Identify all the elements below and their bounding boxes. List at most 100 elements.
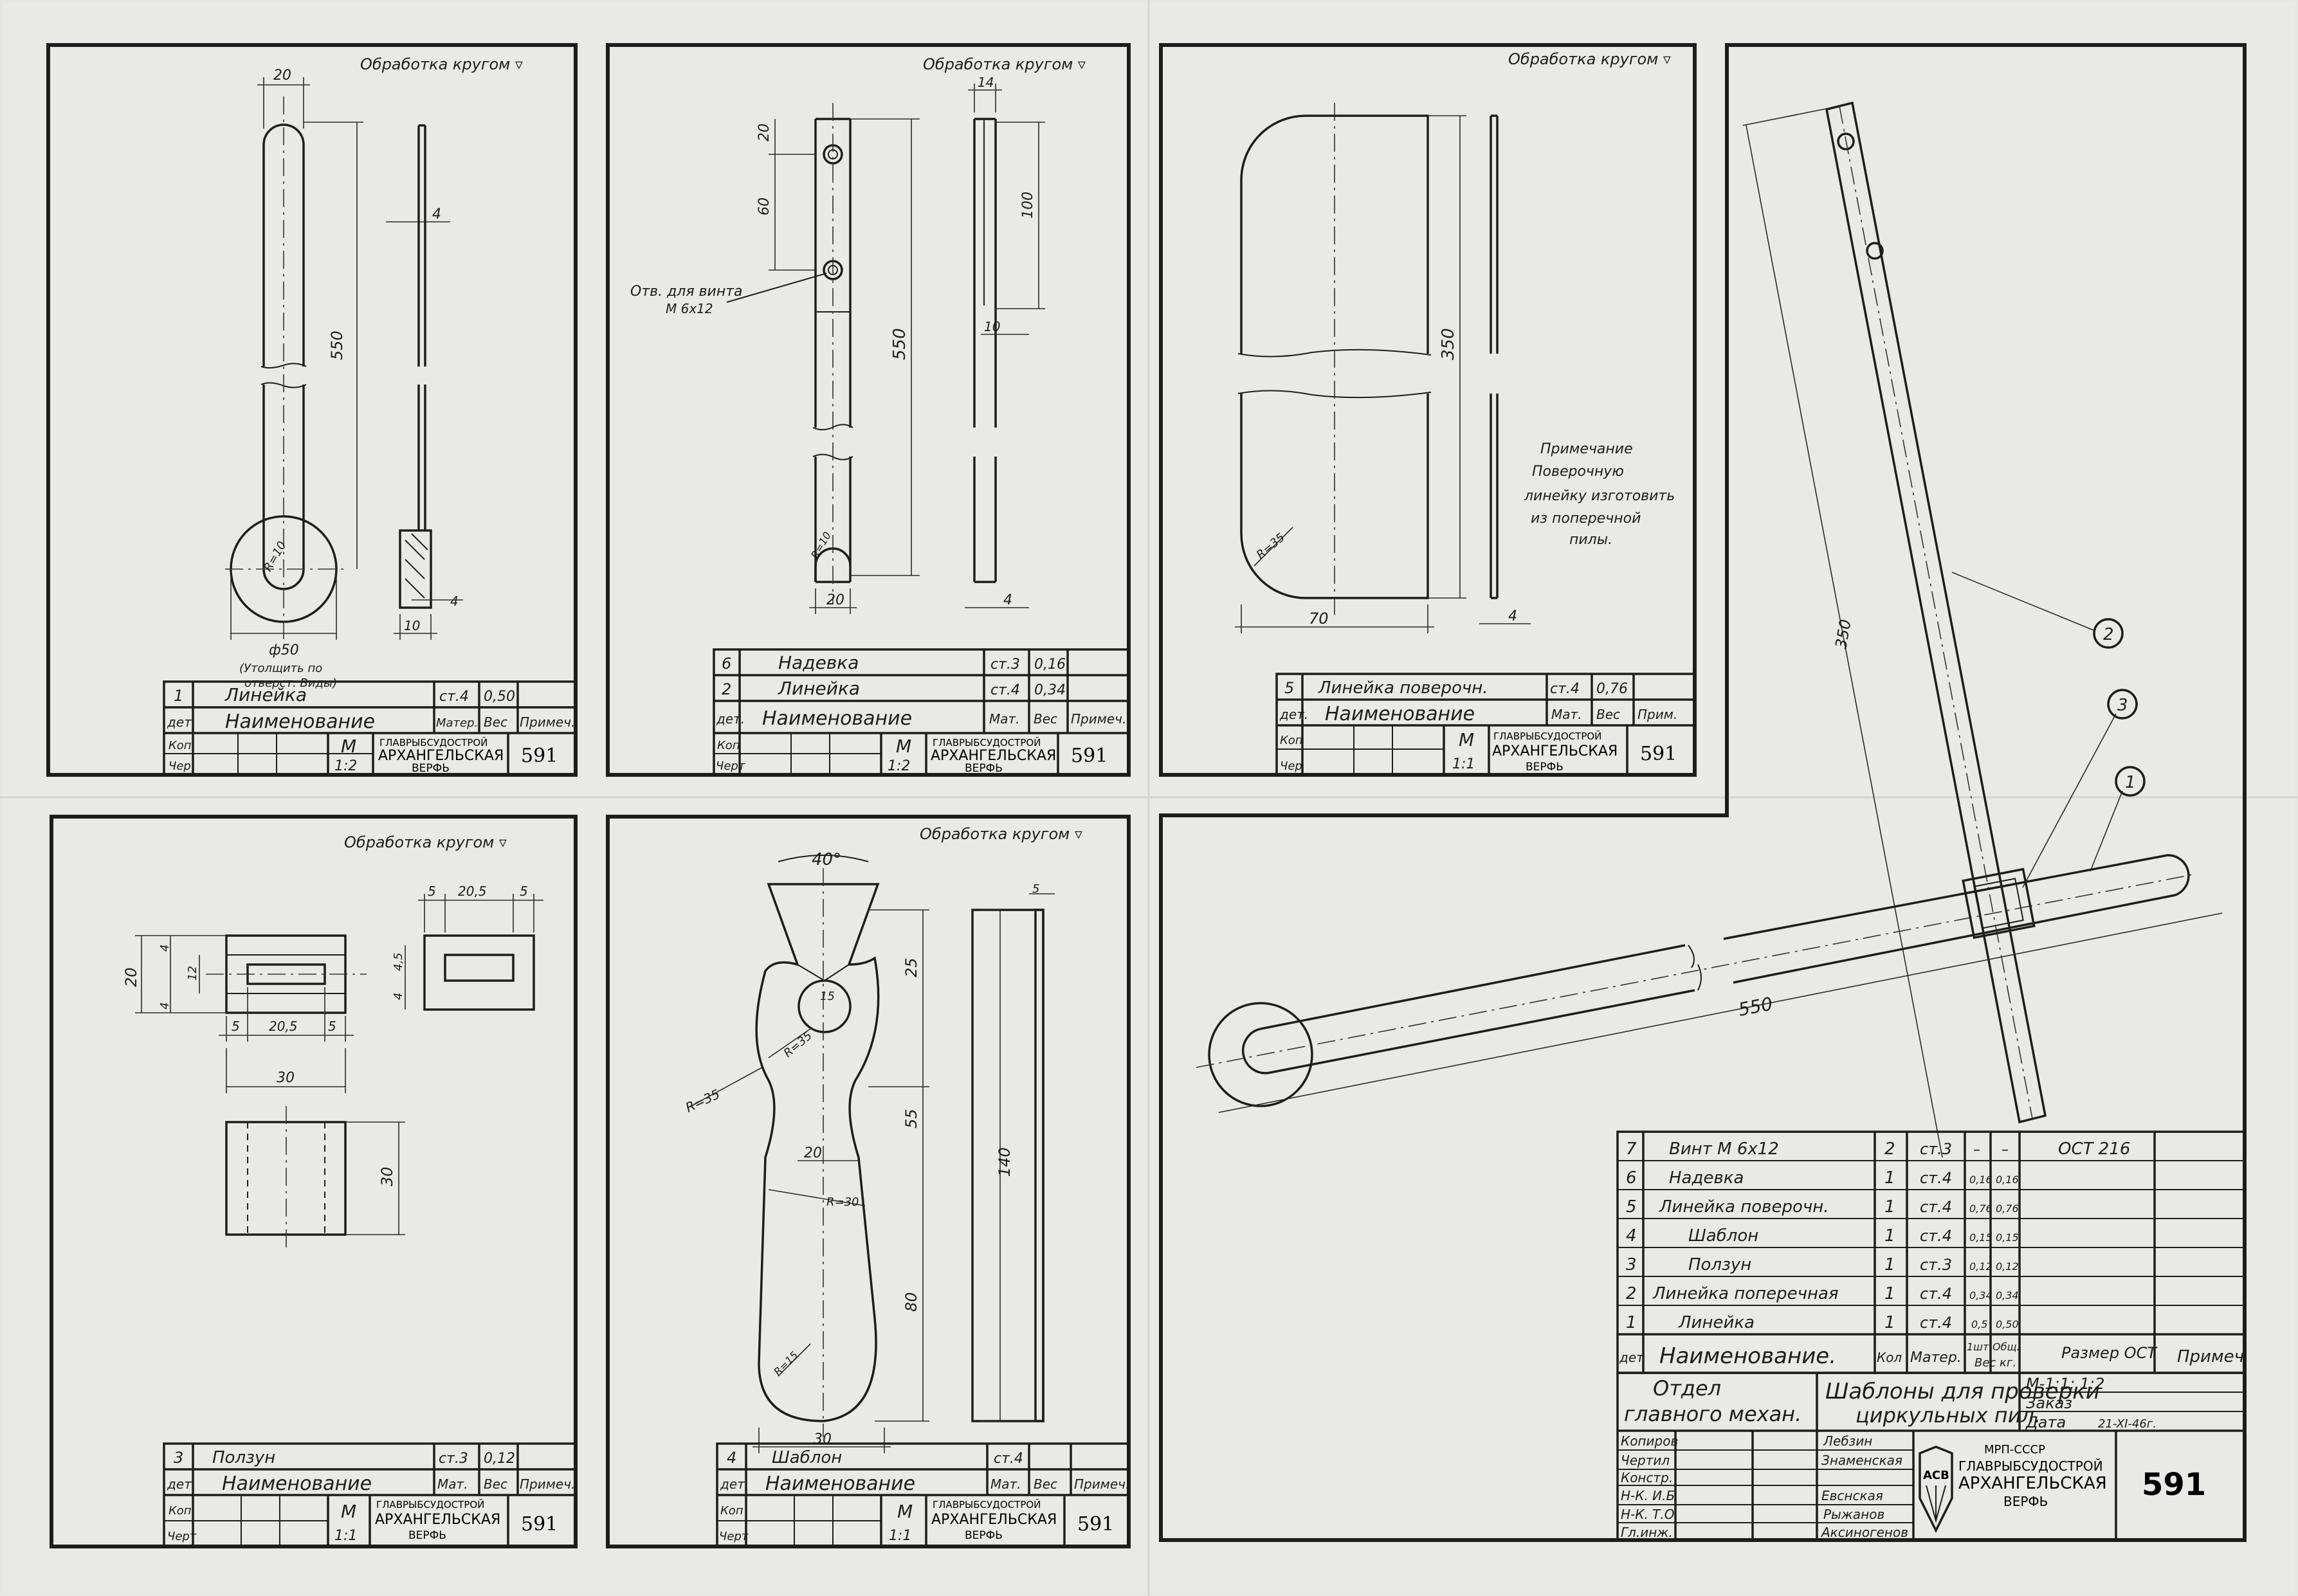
svg-text:ВЕРФЬ: ВЕРФЬ — [412, 762, 450, 775]
svg-text:10: 10 — [984, 319, 1000, 334]
svg-text:Наименование: Наименование — [225, 711, 375, 733]
svg-text:Общ.: Общ. — [1993, 1341, 2020, 1353]
svg-text:Коп: Коп — [169, 1504, 192, 1518]
svg-text:АСВ: АСВ — [1923, 1469, 1949, 1482]
svg-text:1: 1 — [174, 687, 183, 705]
svg-text:Вес: Вес — [1034, 711, 1057, 727]
svg-text:АРХАНГЕЛЬСКАЯ: АРХАНГЕЛЬСКАЯ — [378, 748, 504, 764]
svg-text:0,34: 0,34 — [1996, 1289, 2019, 1301]
svg-text:4,5: 4,5 — [392, 952, 405, 971]
svg-text:7: 7 — [1626, 1139, 1637, 1159]
svg-text:ГЛАВРЫБСУДОСТРОЙ: ГЛАВРЫБСУДОСТРОЙ — [1958, 1458, 2103, 1474]
svg-text:ст.4: ст.4 — [990, 682, 1020, 698]
svg-text:591: 591 — [521, 1513, 558, 1536]
svg-text:Чер: Чер — [1280, 759, 1302, 773]
svg-text:М: М — [341, 1501, 356, 1522]
sheet-5-title-block: 4 Шаблон ст.4 дет. Наименование Мат. Вес… — [716, 1442, 1130, 1548]
svg-text:пилы.: пилы. — [1569, 532, 1612, 548]
svg-text:циркульных пил.: циркульных пил. — [1856, 1403, 2041, 1428]
svg-text:Аксиногенов: Аксиногенов — [1820, 1525, 1908, 1540]
svg-text:АРХАНГЕЛЬСКАЯ: АРХАНГЕЛЬСКАЯ — [931, 1512, 1057, 1528]
svg-text:Лебзин: Лебзин — [1823, 1433, 1872, 1449]
svg-text:Коп: Коп — [1280, 734, 1303, 747]
svg-text:Линейка: Линейка — [778, 678, 860, 699]
shipyard-logo: АСВ — [1919, 1446, 1953, 1533]
shablon-side-view: 140 5 — [971, 882, 1055, 1422]
svg-text:М-1:1; 1:2: М-1:1; 1:2 — [2026, 1375, 2104, 1393]
svg-text:ст.4: ст.4 — [1920, 1169, 1952, 1187]
svg-text:1: 1 — [1626, 1313, 1637, 1332]
svg-text:5: 5 — [428, 884, 436, 899]
svg-text:ст.4: ст.4 — [1920, 1227, 1952, 1245]
svg-text:Наименование: Наименование — [222, 1473, 372, 1495]
lineyka-side-view: 4 10 4 — [386, 124, 463, 640]
balloon-1: 1 — [2090, 766, 2146, 872]
note-block: Примечание Поверочную линейку изготовить… — [1524, 441, 1675, 548]
svg-text:ВЕРФЬ: ВЕРФЬ — [2003, 1494, 2048, 1509]
svg-text:0,15: 0,15 — [1969, 1231, 1993, 1244]
balloon-3: 3 — [2022, 689, 2138, 888]
svg-text:Черт: Черт — [716, 759, 745, 773]
svg-text:4: 4 — [158, 1002, 172, 1010]
svg-text:350: 350 — [1439, 328, 1458, 360]
svg-text:6: 6 — [1626, 1168, 1637, 1188]
svg-text:5: 5 — [328, 1019, 336, 1034]
svg-text:20: 20 — [756, 123, 772, 141]
svg-text:1: 1 — [1884, 1197, 1895, 1217]
svg-text:Винт М 6х12: Винт М 6х12 — [1669, 1139, 1779, 1159]
svg-text:1: 1 — [1884, 1255, 1895, 1274]
svg-text:4: 4 — [432, 206, 441, 222]
svg-text:0,12: 0,12 — [1996, 1260, 2019, 1273]
svg-text:(Утолщить по: (Утолщить по — [239, 662, 322, 675]
svg-text:15: 15 — [820, 990, 835, 1003]
assembly-ruler-1: 550 — [1196, 854, 2223, 1113]
svg-text:Черт: Черт — [167, 1530, 197, 1543]
svg-text:0,50: 0,50 — [1996, 1318, 2019, 1330]
svg-text:Ползун: Ползун — [1688, 1255, 1751, 1274]
svg-text:Линейка поперечная: Линейка поперечная — [1652, 1284, 1839, 1303]
svg-text:дет.: дет. — [720, 1476, 749, 1492]
svg-text:21-XI-46г.: 21-XI-46г. — [2098, 1417, 2157, 1431]
svg-text:Мат.: Мат. — [1551, 707, 1582, 722]
svg-text:ВЕРФЬ: ВЕРФЬ — [965, 762, 1003, 775]
svg-text:5: 5 — [1032, 882, 1039, 896]
svg-text:1: 1 — [1884, 1168, 1895, 1188]
balloon-2: 2 — [1951, 572, 2124, 649]
svg-text:5: 5 — [1284, 679, 1294, 697]
svg-text:Линейка: Линейка — [224, 684, 307, 705]
svg-text:591: 591 — [1640, 743, 1677, 765]
svg-text:линейку изготовить: линейку изготовить — [1524, 488, 1675, 504]
svg-text:Линейка поверочн.: Линейка поверочн. — [1659, 1197, 1829, 1217]
svg-text:Дата: Дата — [2025, 1413, 2066, 1431]
svg-text:20: 20 — [804, 1145, 822, 1161]
sheet-2-title-block: 6 Надевка ст.3 0,16 2 Линейка ст.4 0,34 … — [713, 648, 1130, 776]
svg-text:Поверочную: Поверочную — [1532, 464, 1624, 480]
svg-text:5: 5 — [232, 1019, 240, 1034]
svg-text:АРХАНГЕЛЬСКАЯ: АРХАНГЕЛЬСКАЯ — [1958, 1474, 2107, 1493]
sheet-6-assembly: 350 550 2 3 — [1159, 43, 2247, 1542]
svg-text:80: 80 — [902, 1292, 920, 1312]
svg-text:Знаменская: Знаменская — [1821, 1453, 1902, 1468]
svg-text:дет: дет — [1619, 1350, 1645, 1365]
svg-text:ГЛАВРЫБСУДОСТРОЙ: ГЛАВРЫБСУДОСТРОЙ — [933, 736, 1041, 748]
svg-text:Копиров: Копиров — [1621, 1433, 1678, 1449]
svg-text:14: 14 — [978, 75, 994, 90]
svg-text:ст.3: ст.3 — [990, 657, 1020, 673]
svg-text:0,76: 0,76 — [1969, 1202, 1993, 1215]
svg-text:3: 3 — [174, 1449, 183, 1467]
svg-text:Мат.: Мат. — [990, 1476, 1021, 1492]
svg-text:Примеч.: Примеч. — [1071, 711, 1126, 727]
svg-text:ф50: ф50 — [269, 642, 299, 658]
svg-text:0,76: 0,76 — [1996, 1202, 2019, 1215]
svg-text:591: 591 — [2142, 1467, 2206, 1503]
svg-text:Рыжанов: Рыжанов — [1823, 1507, 1884, 1522]
svg-text:АРХАНГЕЛЬСКАЯ: АРХАНГЕЛЬСКАЯ — [931, 748, 1056, 764]
sheet-3-title-block: 5 Линейка поверочн. ст.4 0,76 дет. Наиме… — [1275, 673, 1696, 776]
svg-text:4: 4 — [1626, 1226, 1637, 1246]
svg-text:Надевка: Надевка — [1669, 1168, 1744, 1188]
svg-text:60: 60 — [756, 197, 772, 215]
polzun-front-view: 20 4 12 4 5 20,5 5 30 — [122, 934, 367, 1093]
svg-text:4: 4 — [727, 1449, 736, 1467]
assembly-slider-3 — [1962, 867, 2036, 939]
svg-text:0,34: 0,34 — [1034, 682, 1066, 698]
